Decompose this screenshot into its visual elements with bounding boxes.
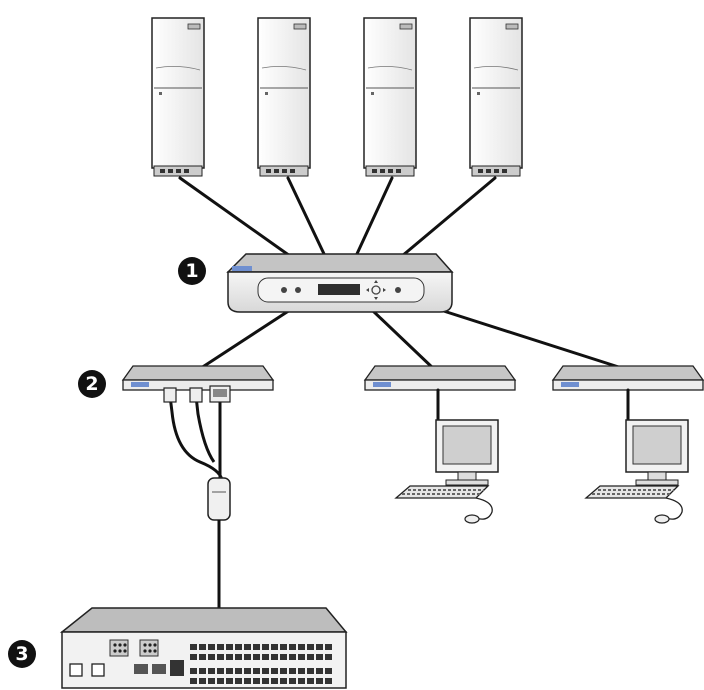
- cable-server-2: [286, 176, 327, 258]
- tower-server-icon: [151, 17, 205, 177]
- kvm-switch-icon: [226, 253, 454, 313]
- kvm-extender-icon: [364, 365, 516, 391]
- kvm-extender-icon: [122, 365, 274, 391]
- rack-switch-icon: [59, 607, 348, 689]
- tower-server-icon: [469, 17, 523, 177]
- cable-server-3: [354, 176, 394, 258]
- callout-1: 1: [178, 257, 206, 285]
- adapter-cable: [163, 385, 231, 640]
- switch-cables: [196, 304, 630, 372]
- callout-3: 3: [8, 640, 36, 668]
- cable-server-4: [400, 176, 497, 258]
- cable-unit-middle: [370, 308, 437, 372]
- monitor-keyboard-icon: [395, 419, 499, 524]
- server-cables: [178, 176, 497, 258]
- tower-server-icon: [363, 17, 417, 177]
- monitor-keyboard-icon: [585, 419, 689, 524]
- cable-unit-left: [196, 308, 292, 372]
- tower-server-icon: [257, 17, 311, 177]
- cable-unit-right: [426, 304, 630, 372]
- cable-server-1: [178, 176, 292, 258]
- callout-2: 2: [78, 370, 106, 398]
- kvm-extender-icon: [552, 365, 704, 391]
